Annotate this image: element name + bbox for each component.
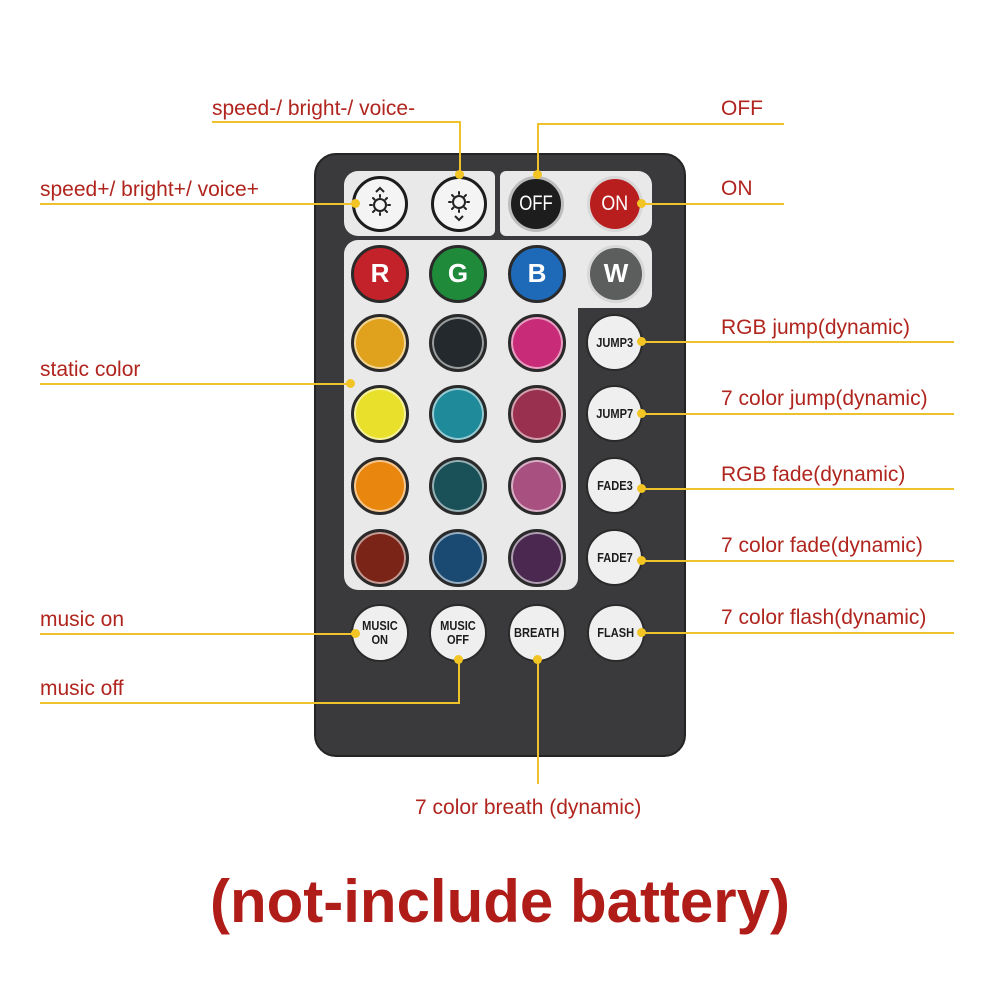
leader-music-on [40, 633, 354, 635]
brightness-down-icon [448, 191, 470, 222]
jump3-label: JUMP3 [596, 334, 633, 350]
label-rgb-jump: RGB jump(dynamic) [721, 316, 911, 339]
breath-label: BREATH [514, 625, 560, 641]
leader-rgb-fade-dot [637, 484, 646, 493]
label-7-color-flash: 7 color flash(dynamic) [721, 606, 927, 629]
b-button-label: B [527, 258, 547, 289]
leader-breath-dot [533, 655, 542, 664]
leader-rgb-jump-dot [637, 337, 646, 346]
leader-breath-v [537, 660, 539, 784]
label-7-color-jump: 7 color jump(dynamic) [721, 387, 928, 410]
music-off-button[interactable]: MUSIC OFF [429, 604, 487, 662]
leader-7-color-flash-dot [637, 628, 646, 637]
leader-rgb-jump [640, 341, 954, 343]
b-button[interactable]: B [508, 245, 566, 303]
flash-label: FLASH [597, 625, 635, 641]
leader-on [640, 203, 784, 205]
leader-music-off-h [40, 702, 460, 704]
static-color-button[interactable] [508, 529, 566, 587]
leader-static-color-dot [346, 379, 355, 388]
music-on-label-line1: MUSIC [362, 618, 398, 634]
static-color-button[interactable] [429, 529, 487, 587]
music-off-label-line2: OFF [446, 632, 470, 647]
on-button[interactable]: ON [587, 176, 643, 232]
label-off: OFF [721, 97, 763, 120]
leader-rgb-fade [640, 488, 954, 490]
static-color-button[interactable] [429, 457, 487, 515]
leader-speed-minus-v [459, 121, 461, 175]
static-color-button[interactable] [351, 529, 409, 587]
breath-button[interactable]: BREATH [508, 604, 566, 662]
speed-plus-button[interactable] [352, 176, 408, 232]
static-color-button[interactable] [351, 385, 409, 443]
leader-on-dot [637, 199, 646, 208]
w-button[interactable]: W [587, 245, 645, 303]
label-rgb-fade: RGB fade(dynamic) [721, 463, 906, 486]
leader-off-v [537, 123, 539, 175]
leader-speed-plus [40, 203, 354, 205]
speed-minus-button[interactable] [431, 176, 487, 232]
leader-speed-minus-dot [455, 170, 464, 179]
label-speed-plus: speed+/ bright+/ voice+ [40, 178, 259, 201]
leader-7-color-jump [640, 413, 954, 415]
music-on-label-line2: ON [371, 632, 389, 647]
fade7-button[interactable]: FADE7 [586, 529, 643, 586]
leader-7-color-fade [640, 560, 954, 562]
leader-music-off-v [458, 660, 460, 704]
battery-caption: (not-include battery) [210, 868, 790, 935]
jump7-button[interactable]: JUMP7 [586, 385, 643, 442]
off-button-label: OFF [519, 191, 553, 215]
music-off-label-line1: MUSIC [440, 618, 476, 634]
label-music-off: music off [40, 677, 124, 700]
leader-speed-minus-h [212, 121, 460, 123]
brightness-up-icon [369, 186, 391, 216]
leader-speed-plus-dot [351, 199, 360, 208]
jump7-label: JUMP7 [596, 405, 633, 421]
jump3-button[interactable]: JUMP3 [586, 314, 643, 371]
music-on-button[interactable]: MUSIC ON [351, 604, 409, 662]
leader-off-h [537, 123, 784, 125]
g-button-label: G [447, 258, 469, 289]
leader-music-off-dot [454, 655, 463, 664]
label-music-on: music on [40, 608, 125, 631]
label-7-color-breath: 7 color breath (dynamic) [415, 796, 642, 819]
static-color-button[interactable] [508, 457, 566, 515]
static-color-button[interactable] [429, 385, 487, 443]
off-button[interactable]: OFF [508, 176, 564, 232]
leader-7-color-jump-dot [637, 409, 646, 418]
label-speed-minus: speed-/ bright-/ voice- [212, 97, 416, 120]
r-button-label: R [370, 258, 390, 289]
w-button-label: W [603, 258, 629, 289]
static-color-button[interactable] [508, 385, 566, 443]
label-static-color: static color [40, 358, 141, 381]
static-color-button[interactable] [351, 457, 409, 515]
static-color-button[interactable] [508, 314, 566, 372]
leader-7-color-fade-dot [637, 556, 646, 565]
g-button[interactable]: G [429, 245, 487, 303]
leader-static-color [40, 383, 350, 385]
leader-off-dot [533, 170, 542, 179]
label-7-color-fade: 7 color fade(dynamic) [721, 534, 923, 557]
fade7-label: FADE7 [596, 549, 633, 565]
leader-music-on-dot [351, 629, 360, 638]
static-color-button[interactable] [429, 314, 487, 372]
label-on: ON [721, 177, 753, 200]
fade3-label: FADE3 [596, 477, 633, 493]
r-button[interactable]: R [351, 245, 409, 303]
static-color-button[interactable] [351, 314, 409, 372]
on-button-label: ON [601, 191, 629, 215]
fade3-button[interactable]: FADE3 [586, 457, 643, 514]
leader-7-color-flash [640, 632, 954, 634]
